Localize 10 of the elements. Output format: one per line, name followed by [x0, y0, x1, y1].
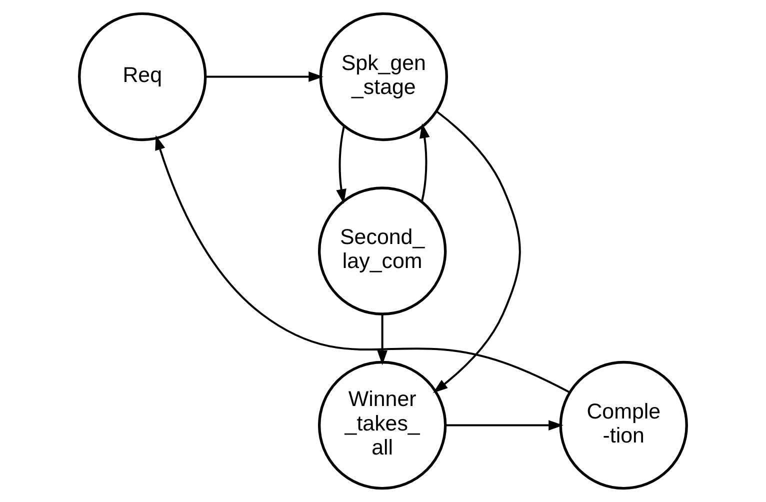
arrow — [336, 126, 346, 204]
arrow — [206, 72, 324, 82]
arrow — [420, 123, 430, 202]
node-circle: Req — [78, 12, 207, 142]
node-circle: Spk_gen _stage — [319, 12, 448, 142]
arrow — [445, 420, 564, 430]
node-circle: Comple -tion — [559, 360, 688, 490]
arrow — [377, 314, 388, 366]
arrow — [433, 110, 521, 393]
arrow — [155, 135, 570, 394]
